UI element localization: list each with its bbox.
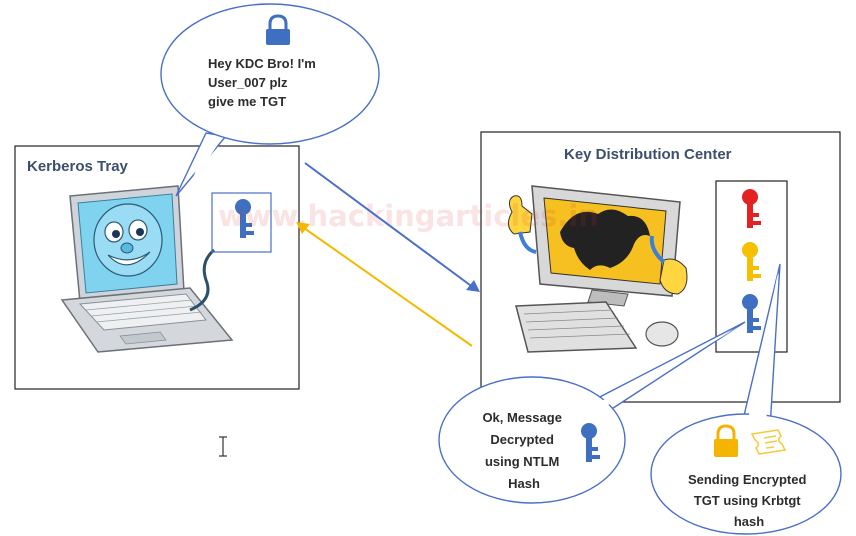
svg-text:Ok, Message Decrypted: Ok, Message Decrypted using NTLM Hash [482, 410, 565, 491]
tgt-bubble [650, 263, 842, 535]
kdc-title: Key Distribution Center [564, 146, 732, 163]
request-line-2: User_007 plz [208, 75, 288, 90]
tgt-line-2: TGT using Krbtgt [694, 493, 802, 508]
kerberos-tray-title: Kerberos Tray [27, 158, 129, 175]
decrypt-line-2: Decrypted [490, 432, 554, 447]
tgt-line-1: Sending Encrypted [688, 472, 807, 487]
watermark: www.hackingarticles.in [218, 199, 599, 233]
request-line-1: Hey KDC Bro! I'm [208, 56, 316, 71]
decrypt-bubble [438, 321, 746, 504]
tray-key-box [211, 192, 272, 253]
request-line-3: give me TGT [208, 94, 286, 109]
svg-text:Hey KDC Bro! I'm User_007: Hey KDC Bro! I'm User_007 plz give me TG… [208, 56, 319, 109]
lock-icon [714, 424, 738, 457]
text-cursor-icon [219, 436, 227, 457]
svg-text:Sending Encrypted TGT usin: Sending Encrypted TGT using Krbtgt hash [688, 472, 810, 529]
lock-icon [266, 14, 290, 45]
response-arrow [296, 222, 473, 347]
decrypt-line-3: using NTLM [485, 454, 559, 469]
tgt-line-3: hash [734, 514, 764, 529]
request-arrow [304, 162, 480, 292]
laptop-illustration [60, 185, 234, 353]
decrypt-line-1: Ok, Message [482, 410, 562, 425]
request-bubble [160, 3, 380, 197]
decrypt-line-4: Hash [508, 476, 540, 491]
kdc-computer-illustration [508, 185, 688, 353]
ticket-icon [750, 429, 787, 455]
